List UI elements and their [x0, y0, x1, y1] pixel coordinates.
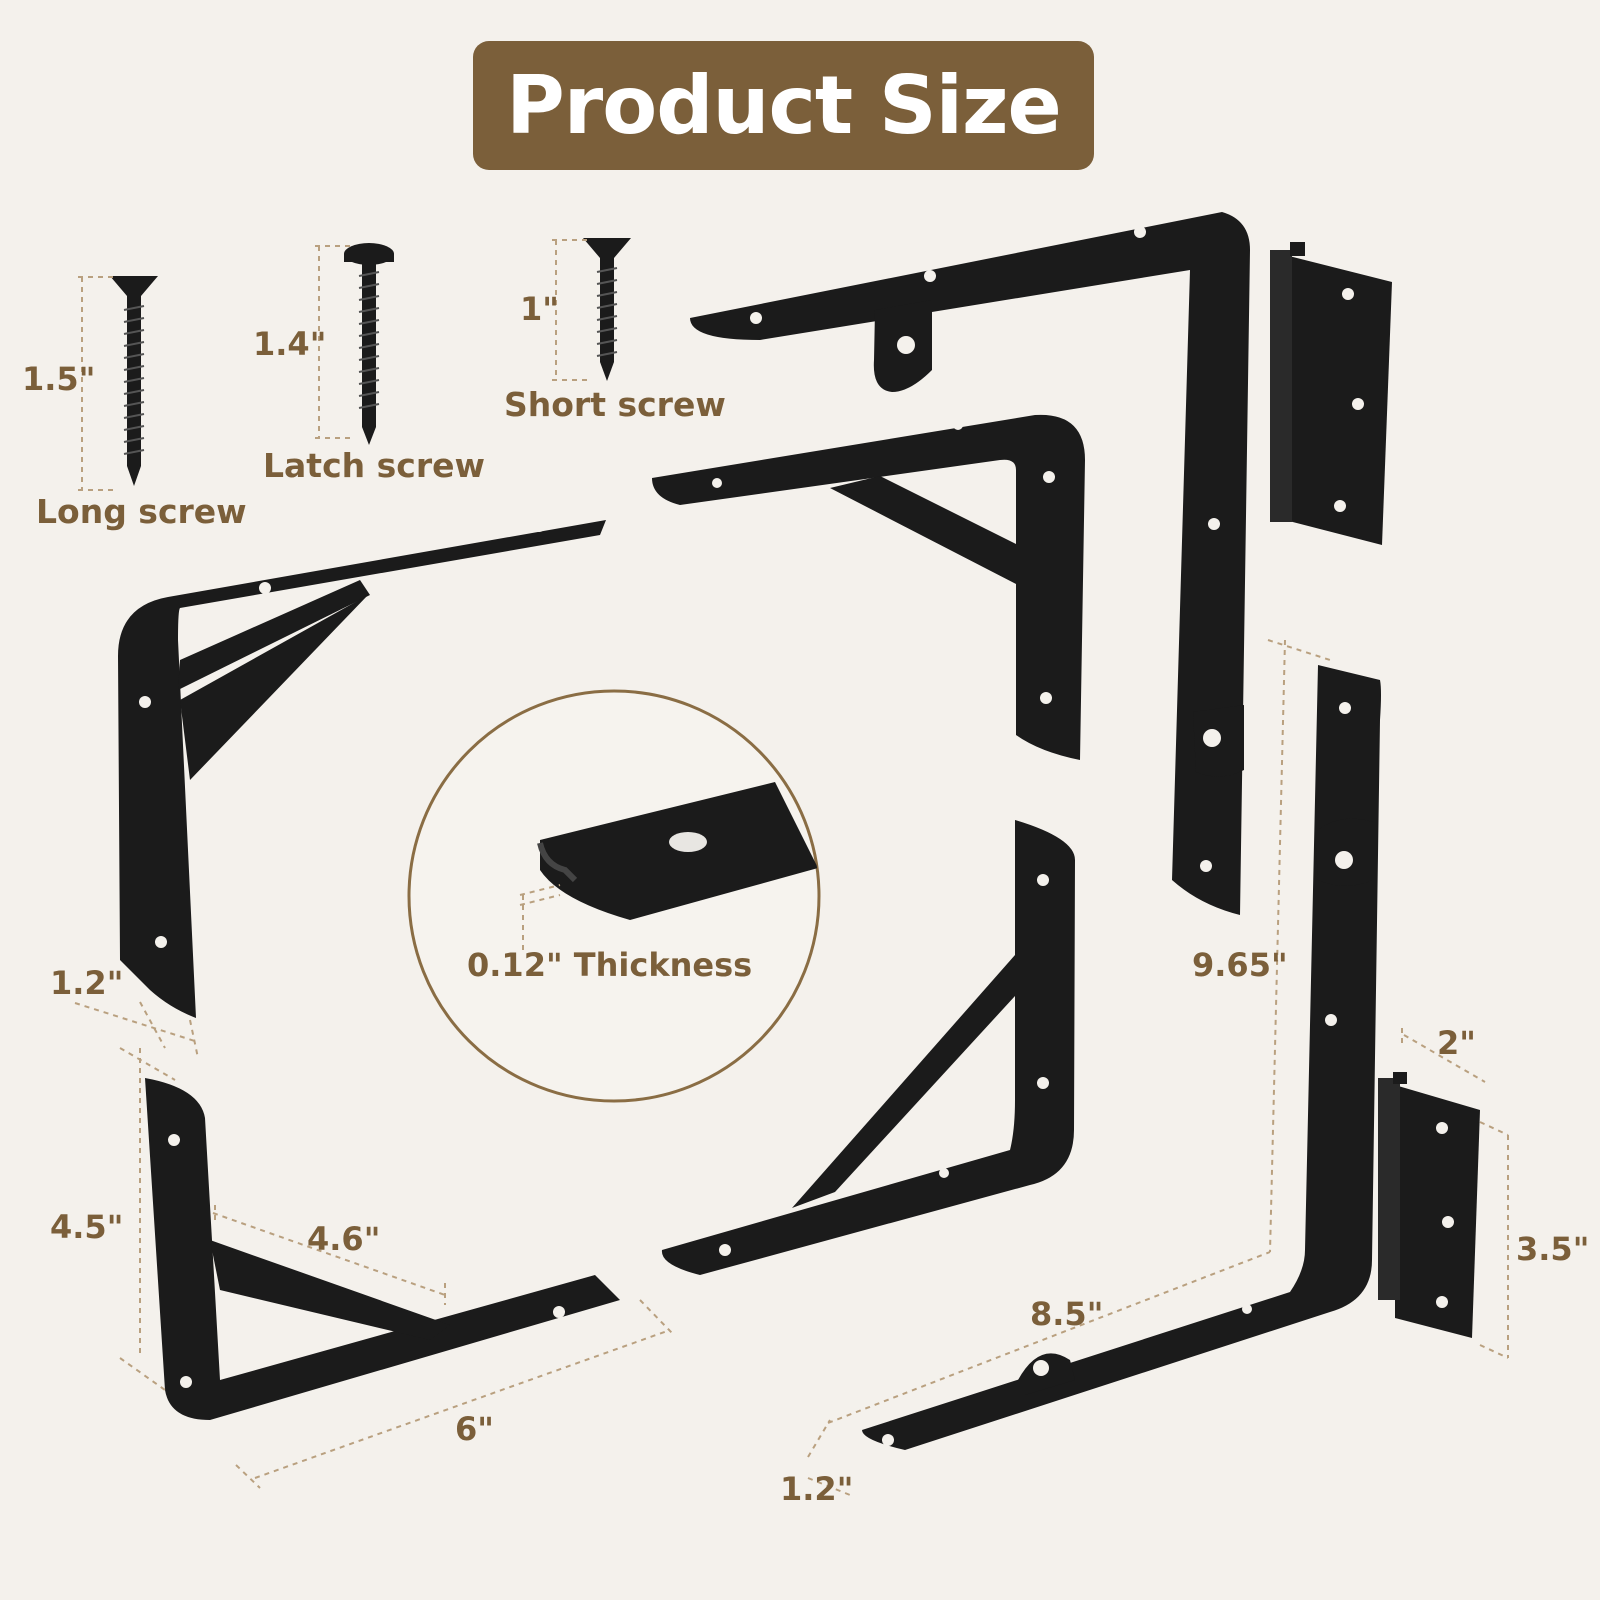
- long-screw-icon: [110, 276, 158, 486]
- thickness-magnifier: [407, 689, 821, 1103]
- latch-screw-icon: [344, 243, 394, 445]
- dim-hinged-length: 8.5": [1030, 1295, 1104, 1333]
- page-title: Product Size: [506, 59, 1062, 152]
- dim-hinge-width: 2": [1437, 1024, 1476, 1062]
- short-screw-size: 1": [520, 290, 559, 328]
- dim-bracket-width-left: 1.2": [50, 964, 124, 1002]
- product-size-banner: Product Size: [473, 41, 1094, 170]
- latch-screw-label: Latch screw: [263, 446, 485, 485]
- dimension-lines: [74, 639, 1509, 1496]
- shelf-bracket-bottom-left: [145, 1078, 620, 1420]
- shelf-bracket-top-middle: [652, 414, 1085, 760]
- short-screw-icon: [583, 238, 631, 381]
- long-screw-size: 1.5": [22, 360, 96, 398]
- bracket-holes: [139, 520, 545, 948]
- long-screw-label: Long screw: [36, 492, 247, 531]
- dim-bracket-width-right: 1.2": [780, 1470, 854, 1508]
- thickness-label: 0.12" Thickness: [467, 946, 753, 984]
- shelf-bracket-bottom-middle: [661, 820, 1075, 1275]
- dim-bracket-length: 6": [455, 1410, 494, 1448]
- dim-hinge-height: 3.5": [1516, 1230, 1590, 1268]
- latch-screw-size: 1.4": [253, 325, 327, 363]
- dim-bracket-height: 4.5": [50, 1208, 124, 1246]
- dim-brace-length: 4.6": [307, 1220, 381, 1258]
- dim-hinged-height: 9.65": [1192, 946, 1288, 984]
- short-screw-label: Short screw: [504, 385, 726, 424]
- shelf-bracket-top-left: [118, 520, 606, 1018]
